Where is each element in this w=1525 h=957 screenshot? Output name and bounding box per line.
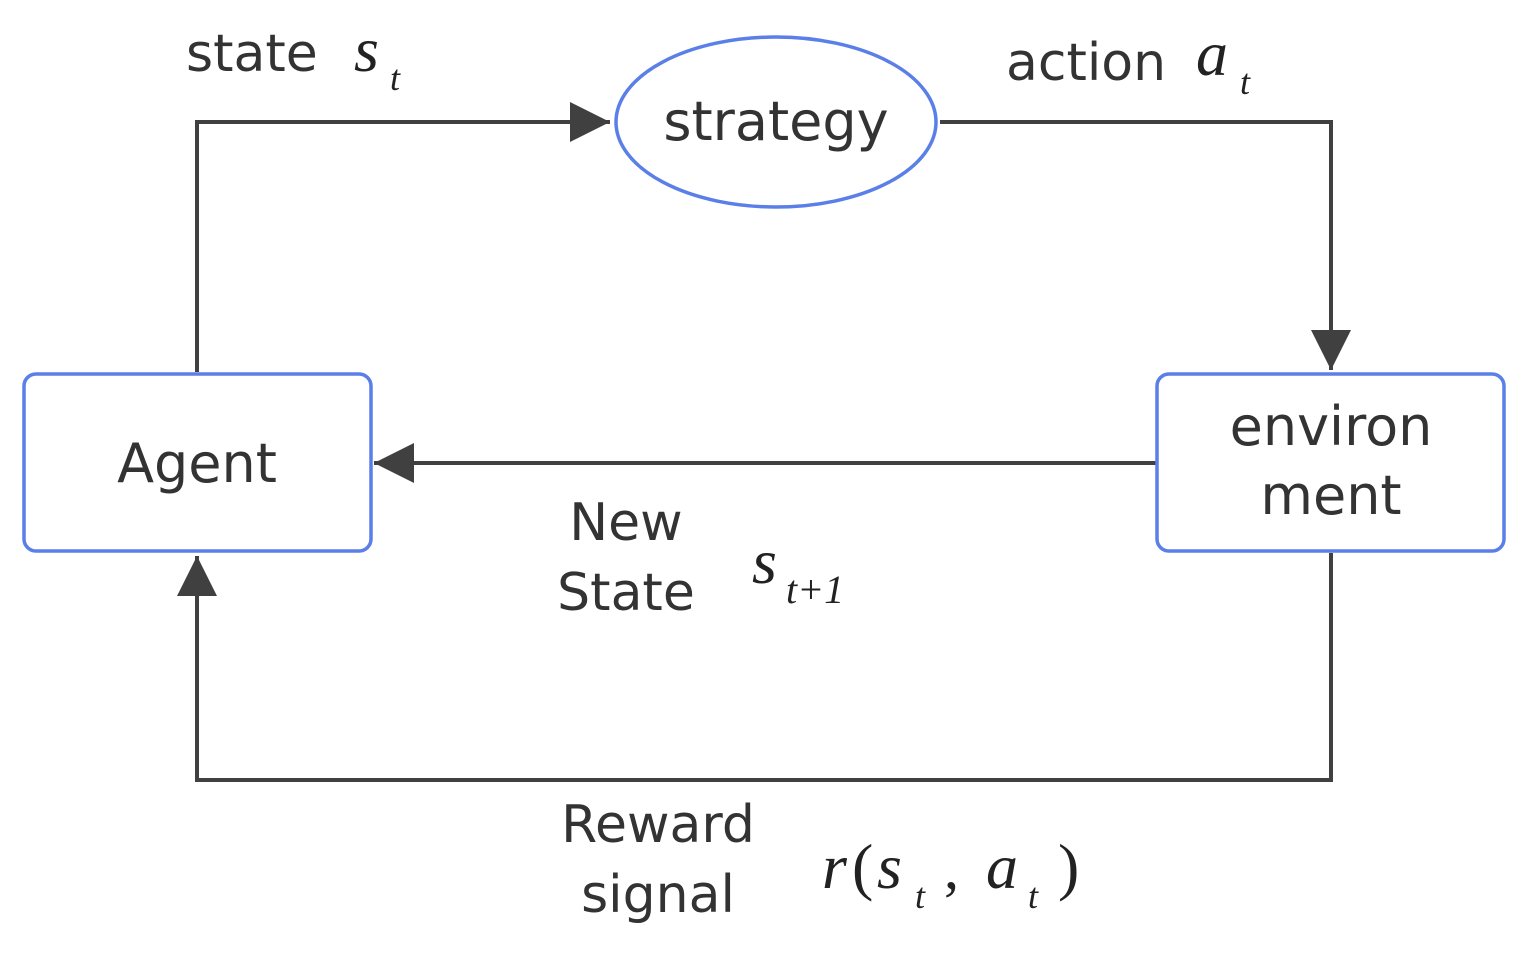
agent-node: Agent: [22, 372, 373, 553]
state-arrow: [195, 102, 610, 372]
agent-label: Agent: [117, 432, 277, 495]
state-subscript: t: [390, 58, 401, 98]
reward-arg2-symbol: a: [986, 831, 1018, 902]
environment-box: [1155, 372, 1506, 553]
reward-close-paren: ): [1058, 831, 1079, 902]
strategy-node: strategy: [614, 35, 938, 209]
action-subscript: t: [1240, 62, 1251, 102]
reward-arg1-subscript: t: [915, 876, 926, 916]
reward-text-line1: Reward: [561, 795, 755, 855]
reward-comma: ,: [944, 835, 959, 901]
agent-box: [22, 372, 373, 553]
new-state-symbol: s: [752, 526, 777, 597]
strategy-ellipse: [614, 35, 938, 209]
reward-arg1-symbol: s: [877, 831, 902, 902]
reward-arrow: [177, 553, 1333, 782]
action-symbol: a: [1196, 18, 1228, 89]
reward-func-symbol: r: [822, 831, 848, 902]
state-text: state: [186, 24, 318, 84]
new-state-text-line2: State: [557, 563, 695, 623]
reward-text-line2: signal: [581, 865, 735, 925]
environment-node: environ ment: [1155, 372, 1506, 553]
reward-arg2-subscript: t: [1028, 876, 1039, 916]
action-arrow: [940, 120, 1351, 370]
new-state-subscript: t+1: [786, 567, 844, 612]
new-state-text-line1: New: [569, 493, 682, 553]
action-text: action: [1006, 33, 1166, 93]
state-symbol: s: [354, 14, 379, 85]
environment-label-line2: ment: [1260, 464, 1401, 527]
reward-edge-label: Reward signal r ( s t , a t ): [561, 795, 1079, 925]
new-state-edge-label: New State s t+1: [557, 493, 844, 623]
strategy-label: strategy: [663, 90, 888, 153]
state-edge-label: state s t: [186, 14, 401, 98]
environment-label-line1: environ: [1230, 395, 1433, 458]
action-edge-label: action a t: [1006, 18, 1251, 102]
reward-open-paren: (: [852, 831, 873, 902]
